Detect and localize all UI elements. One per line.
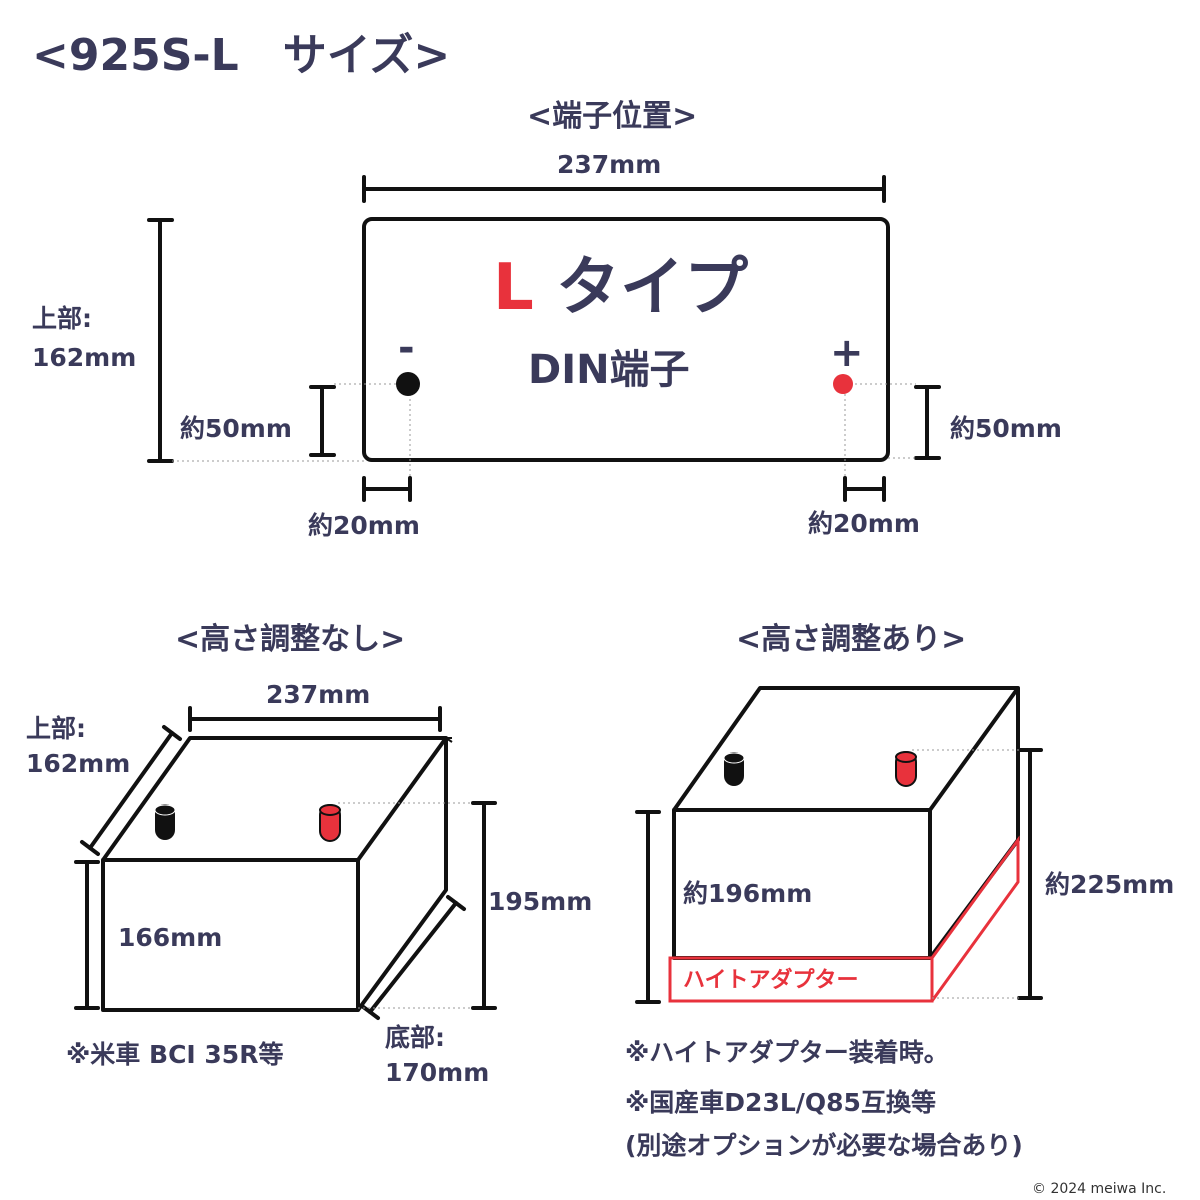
left-box-minus-post [154,804,176,840]
left-box-depth-1: 上部: [26,714,86,743]
left-box-note: ※米車 BCI 35R等 [66,1040,284,1069]
left-offset-h-label: 約20mm [308,511,420,540]
plus-terminal [833,374,853,394]
right-box-note-1: ※ハイトアダプター装着時。 [625,1038,949,1067]
height-adapter-label: ハイトアダプター [683,968,859,993]
type-letter: L [493,251,534,325]
type-text: タイプ [556,251,748,325]
left-box-bottom-1: 底部: [385,1023,445,1052]
right-offset-v-label: 約50mm [950,414,1062,443]
no-adjust-title: <高さ調整なし> [175,622,406,657]
left-box-plus-post [319,804,341,842]
with-adjust-title: <高さ調整あり> [736,622,967,657]
left-box-depth-2: 162mm [26,749,131,778]
minus-sign: - [398,325,415,371]
left-box-front [101,858,360,1012]
top-height-label-2: 162mm [32,343,137,372]
battery-top-outline [362,217,890,462]
right-box-note-2: ※国産車D23L/Q85互換等 [625,1088,936,1117]
terminal-type-label: DIN端子 [528,347,690,393]
left-box-top-width: 237mm [266,680,371,709]
right-box-plus-post [895,751,917,787]
plus-sign: + [830,330,864,376]
height-adapter [668,956,934,1003]
right-box-front-height: 約196mm [683,879,813,908]
left-box-total-height: 195mm [488,887,593,916]
right-box-minus-post [723,752,745,786]
right-box-note-3: (別途オプションが必要な場合あり) [625,1131,1023,1160]
left-box-bottom-2: 170mm [385,1058,490,1087]
copyright: © 2024 meiwa Inc. [1032,1181,1167,1197]
terminal-position-title: <端子位置> [527,99,698,134]
minus-terminal [396,372,420,396]
page-title: <925S-L サイズ> [32,30,451,81]
top-width-label: 237mm [557,150,662,179]
left-box-front-height: 166mm [118,923,223,952]
right-box-total-height: 約225mm [1045,870,1175,899]
right-offset-h-label: 約20mm [808,509,920,538]
left-offset-v-label: 約50mm [180,414,292,443]
top-height-label-1: 上部: [32,304,92,333]
